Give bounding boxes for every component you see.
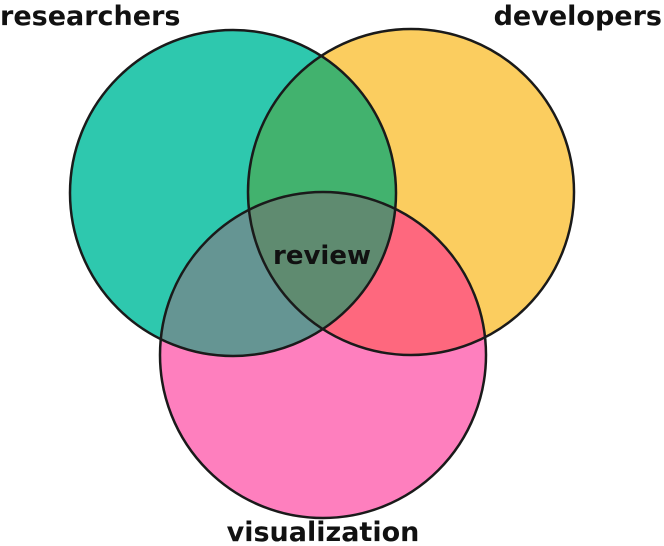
researchers-outline: [68, 28, 398, 358]
review-label: review: [273, 241, 371, 271]
developers-visualization-overlap: [248, 192, 486, 355]
developers-outline: [246, 27, 576, 357]
researchers-label: researchers: [0, 1, 180, 32]
visualization-outline: [158, 190, 488, 520]
developers-label: developers: [494, 1, 662, 32]
visualization-label: visualization: [227, 517, 420, 546]
